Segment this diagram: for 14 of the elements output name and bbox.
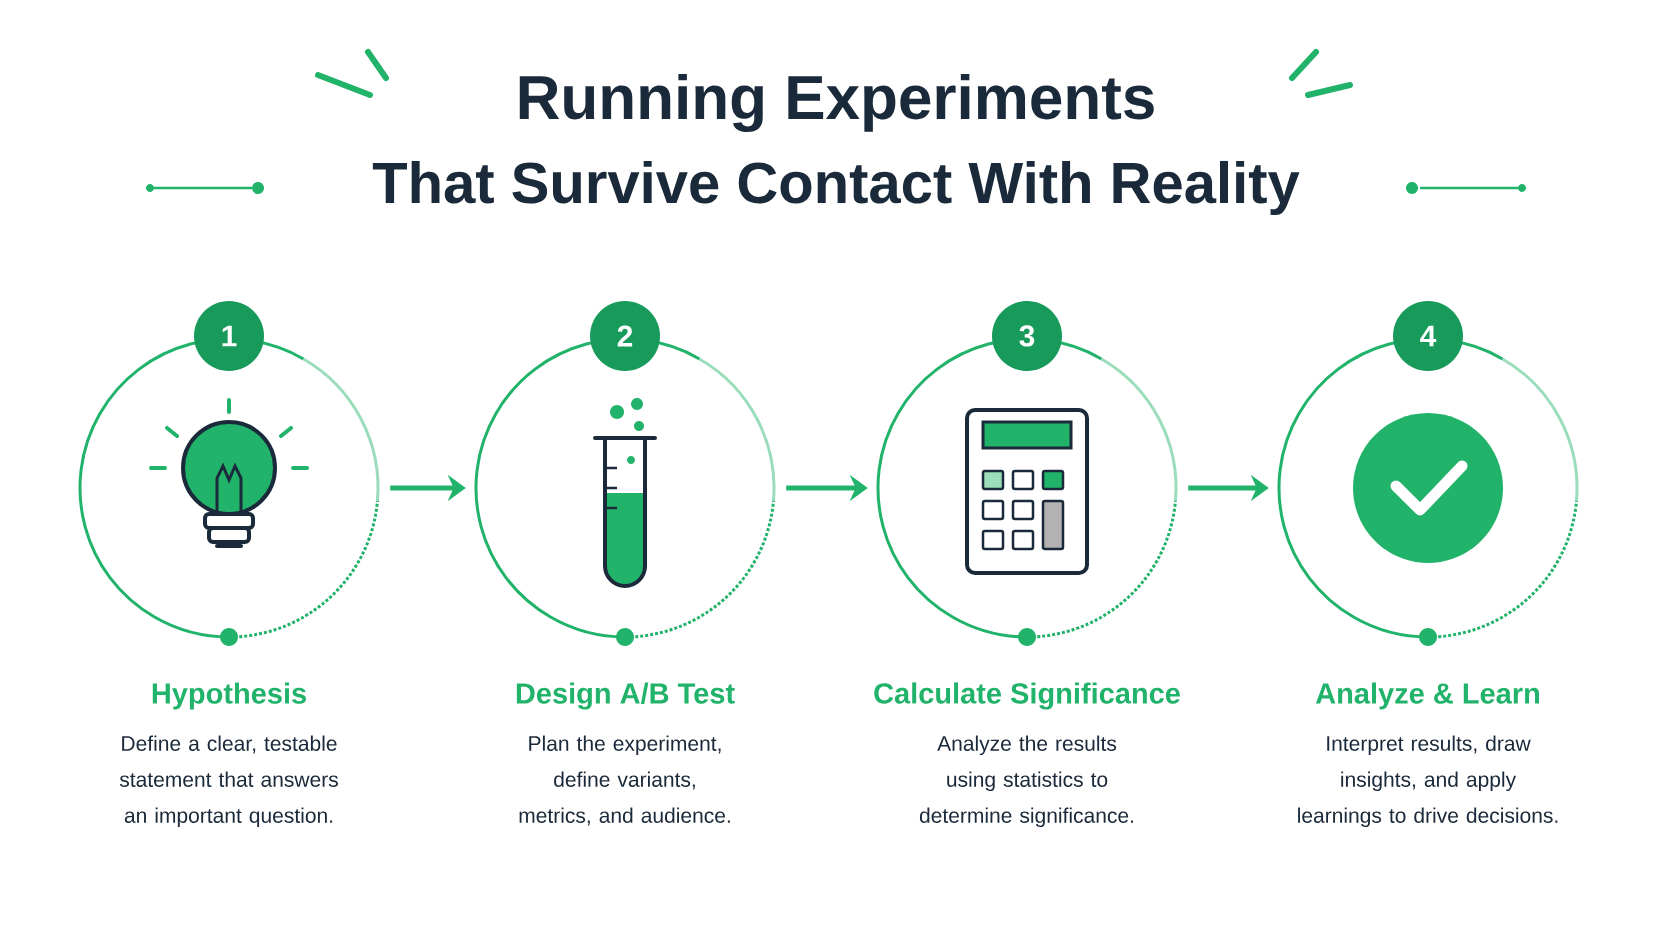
title: Running Experiments (519, 73, 1154, 132)
subtitle: That Survive Contact With Reality (372, 160, 1300, 215)
step-description: Analyze the results using statistics to determine significance. (919, 735, 1133, 828)
step-number-badge: 4 (1393, 301, 1463, 371)
step-heading: Design A/B Test (516, 682, 735, 710)
step-number-badge: 2 (590, 301, 660, 371)
step-number-badge: 1 (194, 301, 264, 371)
step-description: Plan the experiment, define variants, metrics, and audience. (519, 735, 730, 826)
step-description: Interpret results, draw insights, and apply learnings to drive decisions. (1298, 735, 1558, 828)
step-description: Define a clear, testable statement that answers an important question. (119, 735, 338, 828)
step-heading: Calculate Significance (874, 682, 1180, 710)
step-number-badge: 3 (992, 301, 1062, 371)
step-heading: Analyze & Learn (1315, 682, 1539, 710)
step-heading: Hypothesis (152, 682, 306, 710)
